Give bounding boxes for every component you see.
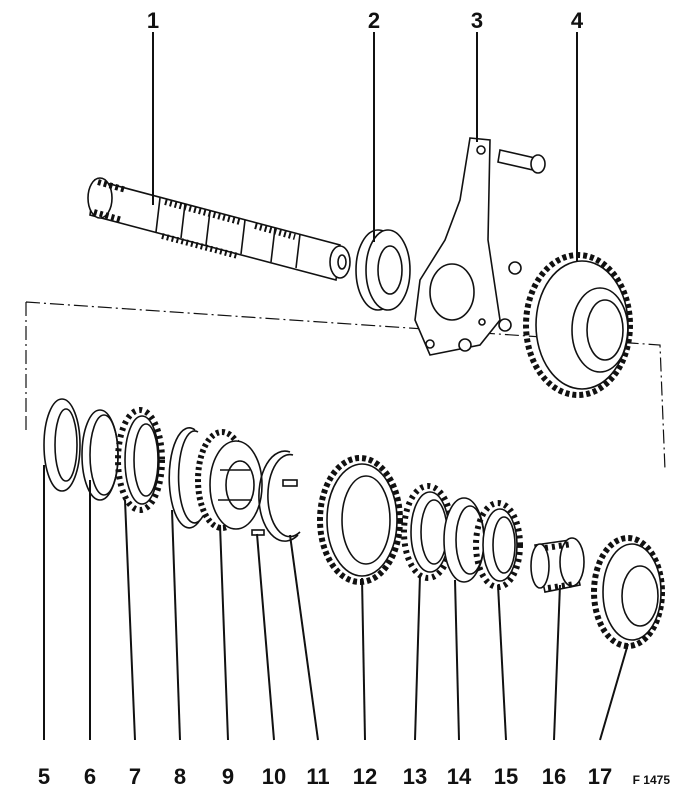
callout-8: 8 bbox=[174, 764, 186, 789]
part-11-circlip bbox=[258, 450, 301, 542]
part-12-ring-gear bbox=[317, 455, 403, 585]
callout-7: 7 bbox=[129, 764, 141, 789]
part-7-synchro-ring bbox=[115, 407, 165, 513]
callout-14: 14 bbox=[447, 764, 472, 789]
part-2-bearing bbox=[355, 229, 411, 311]
figure-code: F 1475 bbox=[633, 773, 671, 787]
part-1-shaft bbox=[87, 177, 351, 282]
part-6-ring bbox=[81, 409, 119, 501]
part-9-hub bbox=[195, 429, 263, 531]
leader-lines bbox=[43, 32, 629, 741]
part-14-cone-ring bbox=[443, 497, 485, 583]
callout-3: 3 bbox=[471, 8, 483, 33]
assembly-boundary bbox=[25, 301, 666, 471]
callout-2: 2 bbox=[368, 8, 380, 33]
callout-17: 17 bbox=[588, 764, 612, 789]
callout-4: 4 bbox=[571, 8, 584, 33]
callout-10: 10 bbox=[262, 764, 286, 789]
callout-13: 13 bbox=[403, 764, 427, 789]
callout-11: 11 bbox=[306, 764, 329, 789]
part-17-gear bbox=[591, 535, 665, 649]
callout-12: 12 bbox=[353, 764, 377, 789]
callout-5: 5 bbox=[38, 764, 50, 789]
part-13-synchro-ring bbox=[401, 483, 455, 581]
part-4-gear bbox=[523, 252, 633, 398]
callout-6: 6 bbox=[84, 764, 96, 789]
part-3-bracket bbox=[414, 137, 546, 356]
callout-16: 16 bbox=[542, 764, 566, 789]
part-8-snap-ring bbox=[168, 427, 204, 529]
part-15-ring bbox=[473, 500, 523, 590]
callout-9: 9 bbox=[222, 764, 234, 789]
callout-1: 1 bbox=[147, 8, 159, 33]
part-5-ring bbox=[43, 398, 81, 492]
callout-15: 15 bbox=[494, 764, 518, 789]
part-16-needle-bearing bbox=[530, 537, 585, 593]
